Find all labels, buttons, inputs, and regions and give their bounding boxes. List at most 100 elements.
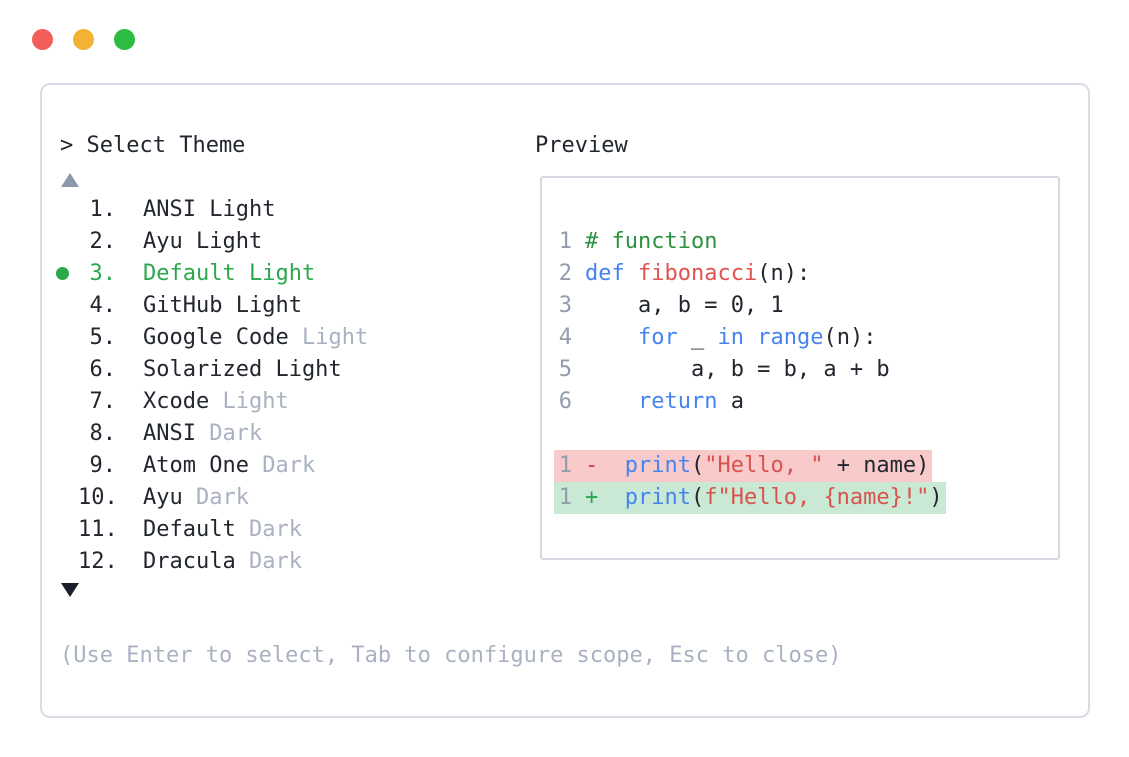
- selected-dot-icon: [56, 266, 78, 280]
- theme-list-item[interactable]: 12. Dracula Dark: [56, 545, 368, 577]
- theme-item-label-part: ANSI: [143, 420, 210, 446]
- line-number: 1: [558, 485, 572, 510]
- code-token-comment: # function: [585, 229, 718, 254]
- selected-dot: [56, 266, 69, 280]
- code-line: 1 # function: [558, 226, 1058, 258]
- close-window-icon[interactable]: [32, 29, 53, 50]
- theme-item-number: 11.: [78, 516, 118, 542]
- theme-item-label-part: Default: [143, 516, 249, 542]
- code-token-plain: [585, 389, 638, 414]
- code-token-function: fibonacci: [638, 261, 758, 286]
- code-diff-line-removed: 1- print("Hello, " + name): [554, 450, 1058, 482]
- maximize-window-icon[interactable]: [114, 29, 135, 50]
- theme-list-item[interactable]: 5.Google Code Light: [56, 321, 369, 353]
- code-token-plain: + name): [823, 453, 930, 478]
- theme-list-item[interactable]: 3. Default Light: [56, 257, 368, 289]
- code-token-plain: [585, 325, 638, 350]
- theme-item-label: Xcode Light: [143, 389, 289, 414]
- theme-item-label-part: Atom One: [143, 452, 263, 478]
- theme-item-number: 2.: [89, 228, 117, 254]
- down-triangle-icon: [61, 583, 79, 597]
- theme-item-number: 9.: [89, 452, 117, 478]
- code-token-keyword: print: [624, 485, 691, 510]
- code-line: 5 a, b = b, a + b: [558, 354, 1058, 386]
- theme-list-item[interactable]: 8. ANSI Dark: [56, 417, 368, 449]
- theme-list-item[interactable]: 7. Xcode Light: [56, 385, 368, 417]
- code-token-string: f"Hello, {name}!": [704, 485, 930, 510]
- diff-sign-removed: -: [585, 453, 599, 478]
- theme-item-label-part: ANSI Light: [143, 196, 276, 222]
- palette-title: > Select Theme: [60, 133, 246, 158]
- code-line: 6 return a: [558, 386, 1058, 418]
- theme-list-item[interactable]: 9. Atom One Dark: [56, 449, 368, 481]
- code-token-plain: _: [677, 325, 718, 350]
- code-token-plain: a, b = 0, 1: [585, 293, 784, 318]
- code-token-plain: (n):: [757, 261, 811, 286]
- code-token-plain: a: [717, 389, 744, 414]
- theme-item-number: 12.: [78, 548, 118, 574]
- line-number: 1: [558, 229, 572, 254]
- theme-list-item[interactable]: 4. GitHub Light: [56, 289, 368, 321]
- theme-item-label-part: Ayu: [143, 484, 196, 510]
- code-token-plain: a, b = b, a + b: [585, 357, 890, 382]
- code-blank-line: [558, 418, 1058, 450]
- theme-list-item[interactable]: 11. Default Dark: [56, 513, 368, 545]
- theme-item-number: 7.: [89, 388, 117, 414]
- theme-item-number: 8.: [89, 420, 117, 446]
- window-controls: [32, 29, 135, 50]
- theme-item-number: 3.: [89, 260, 117, 286]
- code-line: 3 a, b = 0, 1: [558, 290, 1058, 322]
- code-token-keyword: for: [637, 325, 678, 350]
- diff-sign-added: +: [585, 485, 599, 510]
- line-number: 2: [558, 261, 572, 286]
- code-line: 4 for _ in range(n):: [558, 322, 1058, 354]
- preview-title: Preview: [535, 133, 628, 158]
- theme-item-number: 10.: [78, 484, 118, 510]
- theme-item-label: Dracula Dark: [143, 549, 302, 574]
- theme-list-item[interactable]: 6. Solarized Light: [56, 353, 368, 385]
- code-token-plain: [744, 325, 757, 350]
- code-token-plain: (n):: [823, 325, 877, 350]
- line-number: 6: [558, 389, 572, 414]
- minimize-window-icon[interactable]: [73, 29, 94, 50]
- code-token-string: "Hello, ": [704, 453, 824, 478]
- theme-item-label-part: Dark: [195, 484, 249, 510]
- theme-item-number: 6.: [89, 356, 117, 382]
- theme-item-label-part: Light: [222, 388, 289, 414]
- theme-item-label-part: Dracula: [143, 548, 249, 574]
- code-token-keyword: print: [624, 453, 691, 478]
- line-number: 1: [558, 453, 572, 478]
- code-token-keyword: return: [637, 389, 718, 414]
- theme-item-label: Default Dark: [143, 517, 302, 542]
- theme-item-label: ANSI Light: [143, 197, 275, 222]
- code-token-keyword: range: [757, 325, 824, 350]
- theme-item-number: 1.: [89, 196, 117, 222]
- theme-item-number: 4.: [89, 292, 117, 318]
- theme-item-label: GitHub Light: [143, 293, 302, 318]
- theme-item-label-part: Light: [301, 324, 369, 350]
- theme-item-number: 5.: [89, 324, 117, 350]
- diff-highlight-removed: 1- print("Hello, " + name): [554, 450, 933, 482]
- theme-item-label-part: Dark: [209, 420, 263, 446]
- theme-list-item[interactable]: 2.Ayu Light: [56, 225, 368, 257]
- code-token-plain: (: [690, 485, 705, 510]
- theme-list-item[interactable]: 1. ANSI Light: [56, 193, 368, 225]
- theme-item-label-part: Dark: [262, 452, 316, 478]
- theme-item-label-part: Solarized Light: [143, 356, 342, 382]
- scroll-up-icon[interactable]: [61, 173, 79, 187]
- scroll-down-icon[interactable]: [61, 583, 79, 597]
- theme-item-label-part: Xcode: [143, 388, 223, 414]
- footer-hint: (Use Enter to select, Tab to configure s…: [60, 643, 842, 668]
- code-token-plain: (: [690, 453, 705, 478]
- code-token-plain: ): [929, 485, 943, 510]
- code-token-keyword: def: [585, 261, 625, 286]
- diff-highlight-added: 1 + print(f"Hello, {name}!"): [554, 482, 946, 514]
- theme-item-label: ANSI Dark: [143, 421, 262, 446]
- theme-list-item[interactable]: 10. Ayu Dark: [56, 481, 368, 513]
- line-number: 3: [558, 293, 572, 318]
- theme-item-label-part: Default Light: [143, 260, 316, 286]
